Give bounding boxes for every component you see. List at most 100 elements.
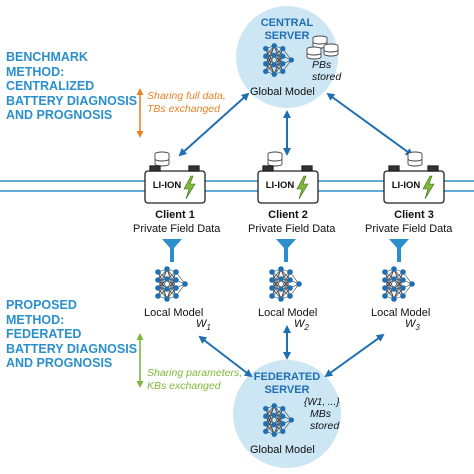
benchmark-method-title: BENCHMARK METHOD: CENTRALIZED BATTERY DI… [6,50,137,123]
proposed-line: METHOD: [6,312,65,327]
client-3-data-label: Private Field Data [365,223,453,235]
nn-edge [384,279,395,300]
proposed-line: PROPOSED [6,298,77,312]
nn-node [391,276,397,282]
federated-weights-label: {W1, ...} [304,397,340,408]
nn-node [271,62,277,68]
battery-label: LI-ION [265,180,295,191]
nn-edge [393,268,404,297]
client-2-data-label: Private Field Data [248,223,336,235]
nn-edge [265,45,275,72]
storage-line: MBs [310,408,331,420]
nn-edge [265,48,275,65]
nn-edge [273,45,284,72]
weight-subscript: 2 [304,323,309,333]
nn-node [288,417,295,423]
nn-node [182,281,188,287]
federated-arrows [198,325,385,378]
nn-node [263,413,269,419]
nn-node [278,296,284,302]
title-line: SERVER [264,383,310,396]
nn-edge [271,271,282,300]
note-line: Sharing full data, [147,90,226,102]
nn-edge [166,268,177,289]
nn-node [271,71,277,77]
nn-node [391,296,397,302]
nn-node [173,285,179,291]
nn-node [400,285,406,291]
storage-line: PBs [312,59,332,71]
nn-node [382,269,388,275]
nn-node [280,413,286,419]
neural-networks [155,43,415,437]
central-server-circle [236,6,338,108]
nn-node [280,68,286,75]
proposed-line: BATTERY DIAGNOSIS [6,341,138,356]
nn-node [280,61,286,67]
nn-node [287,269,293,275]
nn-node [287,277,293,283]
nn-edge [157,271,168,290]
nn-node [173,269,179,275]
nn-node [382,293,388,299]
nn-node [269,293,275,299]
proposed-line: AND PROGNOSIS [6,356,113,370]
nn-edge [157,268,168,297]
nn-node [271,43,277,49]
nn-edge [273,405,284,432]
nn-edge [265,408,275,435]
nn-node [280,428,286,435]
nn-node [278,276,284,282]
nn-node [271,431,277,437]
client-2-local-model-icon [269,266,302,302]
nn-node [271,422,277,428]
client-3-name: Client 3 [394,209,434,221]
nn-edge [271,268,282,297]
nn-node [280,405,286,412]
nn-edge [271,268,282,289]
nn-edge [157,268,168,289]
nn-node [280,53,286,59]
federated-global-model-icon [263,403,295,437]
nn-node [263,68,269,75]
nn-edge [384,271,395,300]
title-line: FEDERATED [253,371,321,383]
federated-server-title: FEDERATED SERVER [242,371,332,396]
nn-node [173,293,179,299]
battery-label: LI-ION [391,180,421,191]
nn-edge [265,405,275,424]
nn-edge [273,416,284,435]
nn-node [269,277,275,283]
central-global-model-icon [263,43,295,77]
client-1-data-label: Private Field Data [133,223,221,235]
benchmark-note: Sharing full data, TBs exchanged [147,90,226,115]
nn-edge [265,415,275,432]
weight-symbol: W [196,318,207,330]
nn-node [269,285,275,291]
bolt-icon [183,175,435,200]
client-2-name: Client 2 [268,209,308,221]
nn-edge [166,271,177,290]
nn-edge [280,271,291,300]
proposed-note: Sharing parameters, KBs exchanged [147,367,242,392]
nn-edge [384,278,395,297]
federated-storage-label: MBs stored [310,408,339,432]
client-3-weight: W3 [405,318,420,334]
nn-edge [393,271,404,300]
nn-edge [273,408,284,425]
nn-node [173,277,179,283]
nn-edge [166,278,177,297]
benchmark-line: BENCHMARK [6,50,88,64]
nn-edge [384,268,395,297]
nn-edge [393,268,404,289]
nn-edge [273,48,284,65]
proposed-method-title: PROPOSED METHOD: FEDERATED BATTERY DIAGN… [6,298,137,371]
nn-node [271,52,277,58]
nn-node [263,428,269,435]
nn-edge [273,56,284,75]
nn-edge [393,278,404,297]
central-storage-label: PBs stored [312,59,341,83]
nn-edge [393,271,404,290]
proposed-line: FEDERATED [6,327,82,341]
